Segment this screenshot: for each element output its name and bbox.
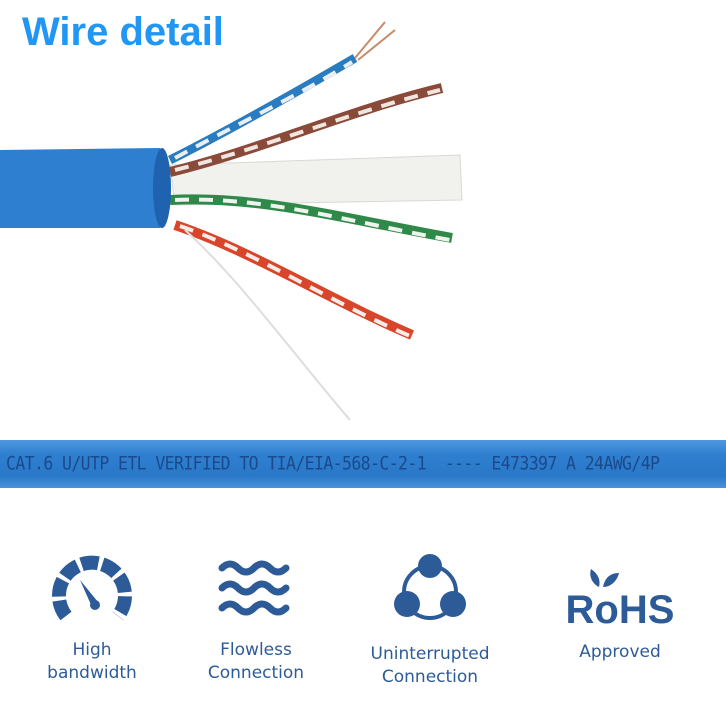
cable-marking-text: CAT.6 U/UTP ETL VERIFIED TO TIA/EIA-568-… bbox=[6, 452, 660, 474]
speedometer-icon bbox=[52, 555, 132, 621]
feature-high-bandwidth: High bandwidth bbox=[7, 550, 177, 685]
feature-label-line2: bandwidth bbox=[47, 663, 137, 683]
rohs-logo-text: RoHS bbox=[566, 588, 675, 627]
cable-illustration bbox=[0, 21, 463, 421]
feature-label-line1: High bbox=[72, 640, 112, 660]
feature-label-line2: Connection bbox=[207, 663, 305, 683]
network-nodes-icon bbox=[394, 554, 466, 620]
feature-label-line1: Approved bbox=[579, 642, 661, 662]
feature-label-line2: Connection bbox=[381, 667, 479, 687]
cable-jacket-strip: CAT.6 U/UTP ETL VERIFIED TO TIA/EIA-568-… bbox=[0, 440, 726, 488]
feature-label-line1: Uninterrupted bbox=[370, 644, 490, 664]
waves-icon bbox=[218, 560, 290, 616]
rohs-logo: RoHS bbox=[566, 569, 675, 627]
page-title: Wire detail bbox=[22, 10, 224, 54]
feature-label-line1: Flowless bbox=[220, 640, 292, 660]
feature-rohs-approved: RoHS Approved bbox=[535, 565, 705, 664]
